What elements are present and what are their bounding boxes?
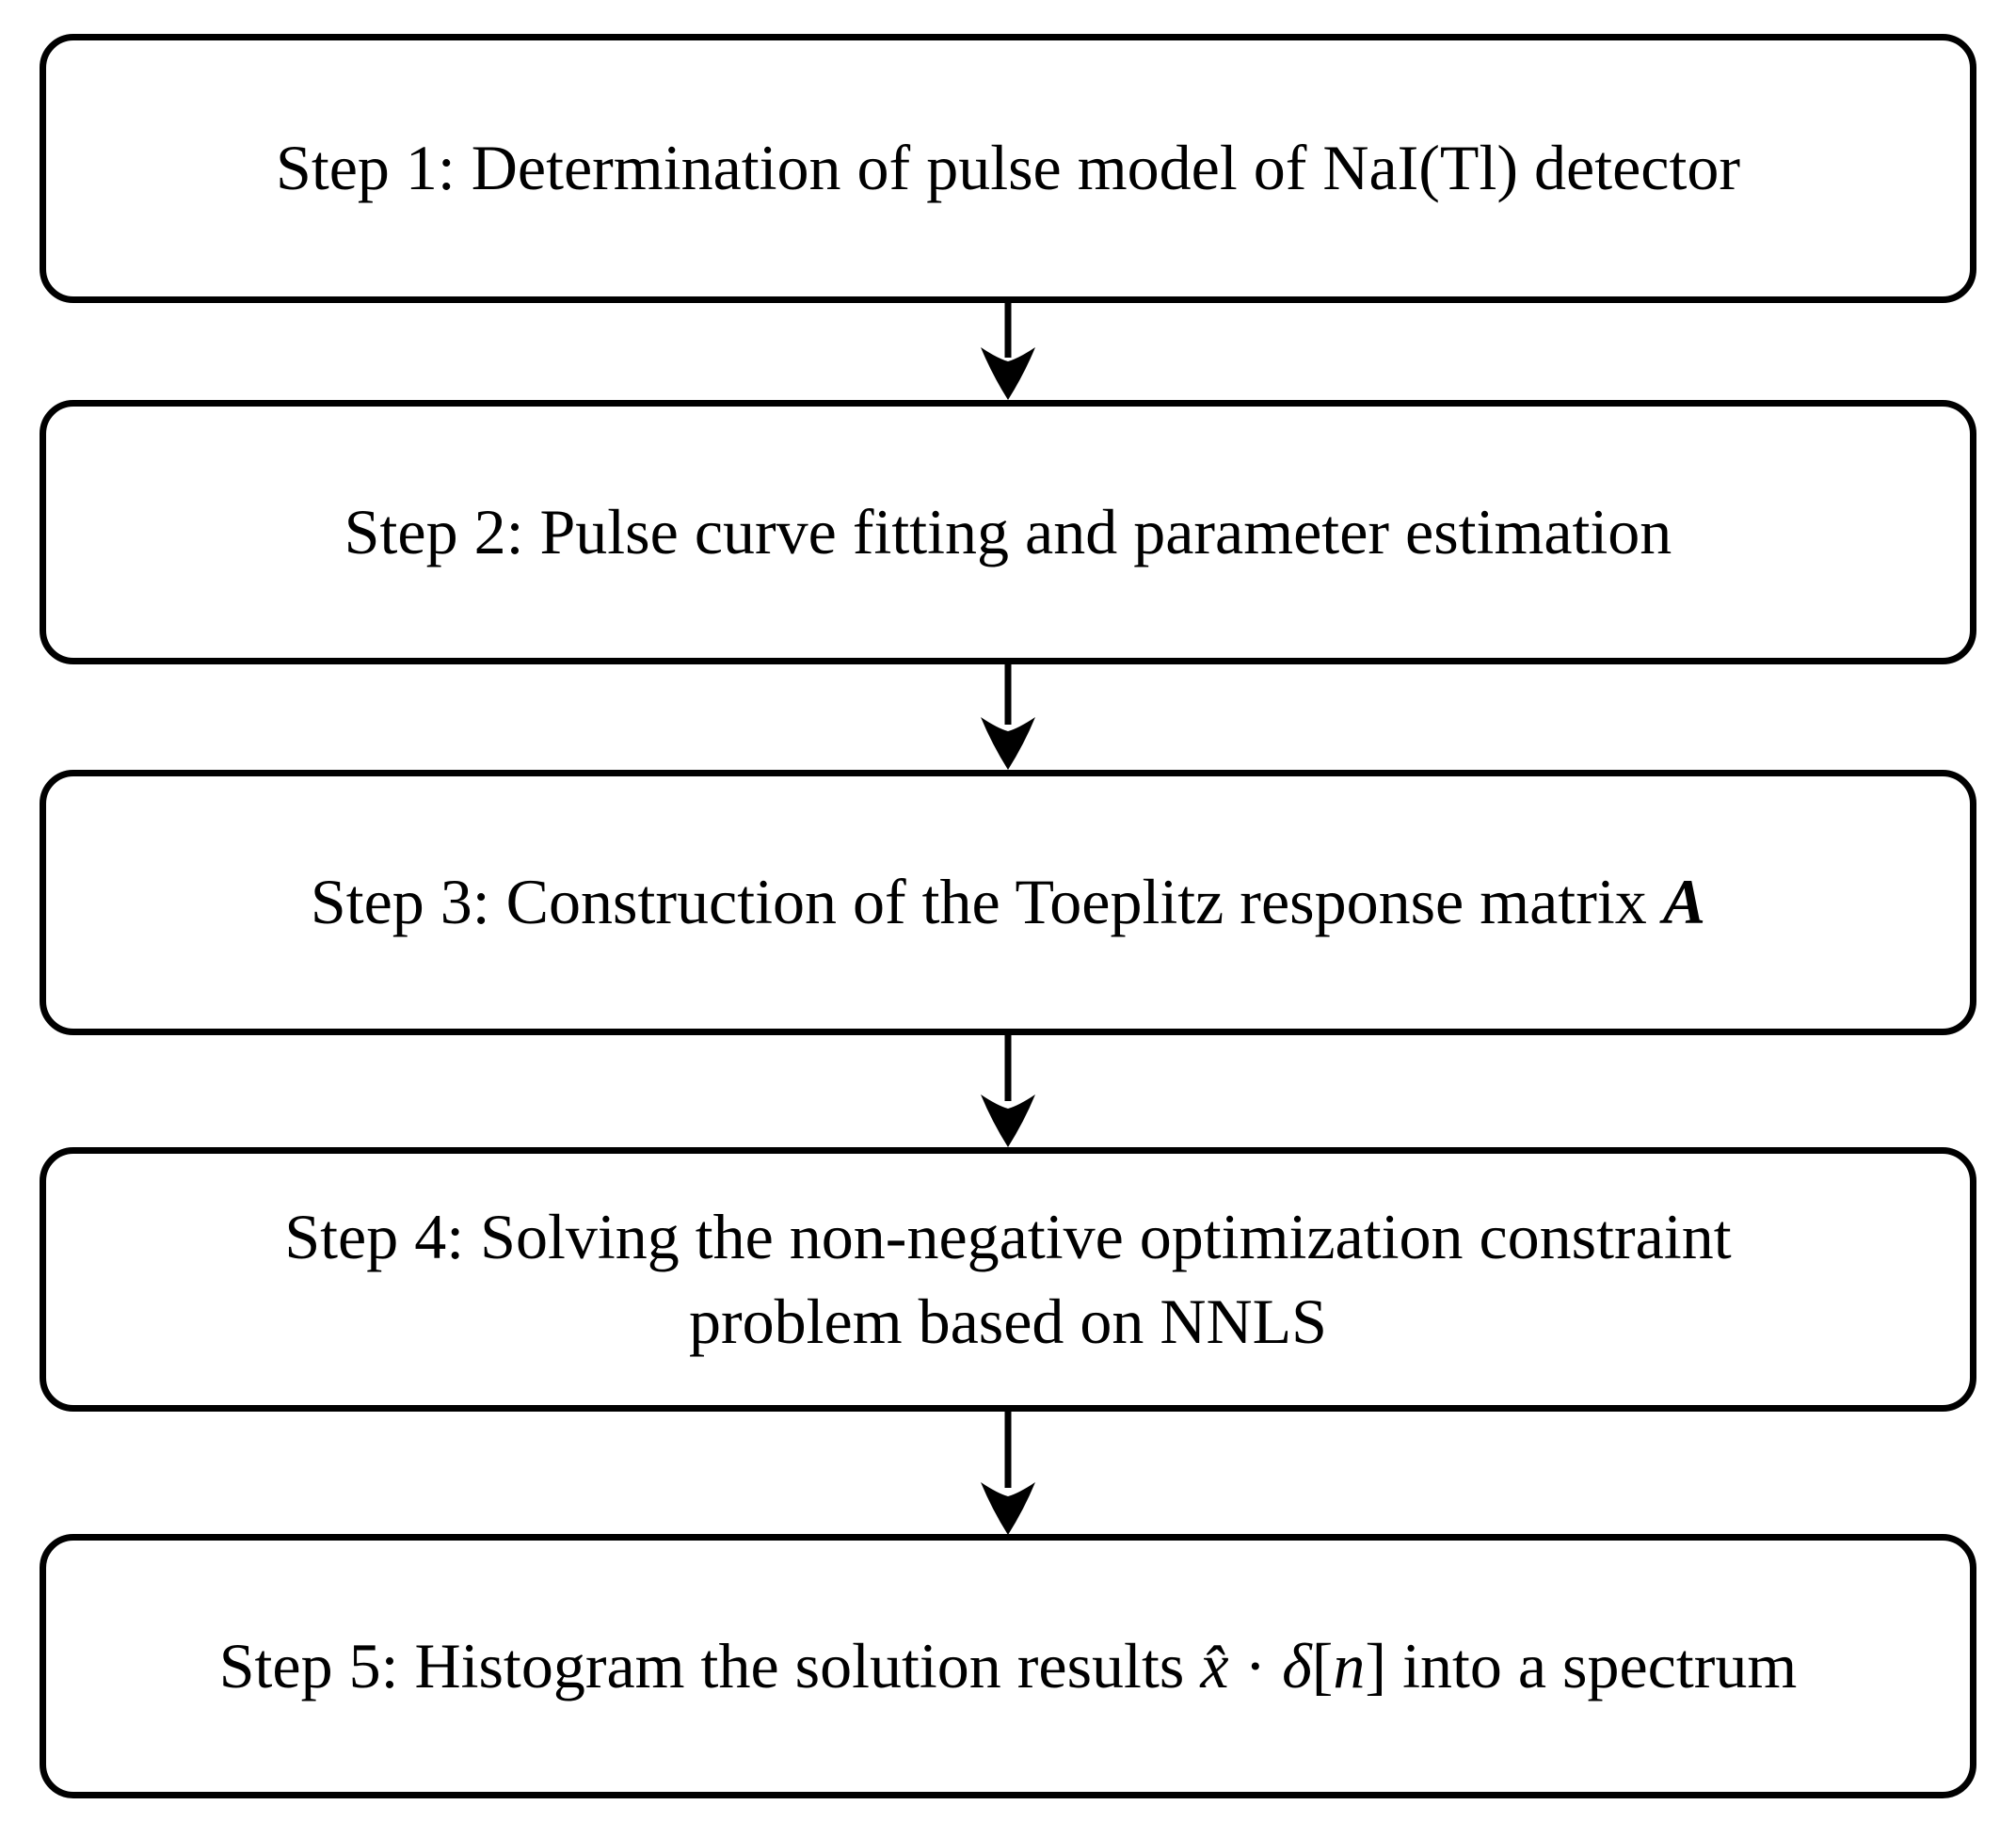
flow-step-1-label: Step 1: Determination of pulse model of … [276, 126, 1740, 211]
step-2-text: Step 2: Pulse curve fitting and paramete… [344, 495, 1672, 567]
down-arrow-icon [980, 303, 1036, 400]
step-3-matrix-symbol: A [1662, 866, 1706, 938]
flow-step-3-label: Step 3: Construction of the Toeplitz res… [311, 860, 1705, 945]
step-5-x-hat-symbol: x̂ [1200, 1629, 1229, 1701]
step-5-delta-symbol: δ [1282, 1629, 1312, 1701]
step-4-text-line-2: problem based on NNLS [688, 1285, 1327, 1357]
step-5-text-end: ] into a spectrum [1365, 1629, 1798, 1701]
step-5-text: Step 5: Histogram the solution results [218, 1629, 1201, 1701]
down-arrow-icon [980, 1035, 1036, 1147]
step-3-text: Step 3: Construction of the Toeplitz res… [310, 866, 1663, 938]
flow-step-2-label: Step 2: Pulse curve fitting and paramete… [344, 490, 1672, 575]
flow-step-5-label: Step 5: Histogram the solution results x… [219, 1624, 1798, 1709]
down-arrow-icon [980, 1412, 1036, 1535]
step-5-dot-operator: · [1228, 1629, 1283, 1701]
down-arrow-icon [980, 664, 1036, 770]
down-arrow-icon [981, 664, 1035, 770]
flow-step-5-box: Step 5: Histogram the solution results x… [40, 1534, 1976, 1798]
flow-step-3-box: Step 3: Construction of the Toeplitz res… [40, 770, 1976, 1035]
step-1-text: Step 1: Determination of pulse model of … [276, 132, 1740, 204]
step-5-open-bracket: [ [1311, 1629, 1334, 1701]
down-arrow-icon [981, 1035, 1035, 1147]
flow-step-1-box: Step 1: Determination of pulse model of … [40, 34, 1976, 303]
flow-step-4-label: Step 4: Solving the non-negative optimiz… [284, 1195, 1731, 1365]
step-5-n-symbol: n [1333, 1629, 1366, 1701]
step-4-text-line-1: Step 4: Solving the non-negative optimiz… [284, 1200, 1732, 1272]
down-arrow-icon [981, 1412, 1035, 1535]
down-arrow-icon [981, 303, 1035, 400]
flow-step-4-box: Step 4: Solving the non-negative optimiz… [40, 1147, 1976, 1412]
flow-step-2-box: Step 2: Pulse curve fitting and paramete… [40, 400, 1976, 664]
